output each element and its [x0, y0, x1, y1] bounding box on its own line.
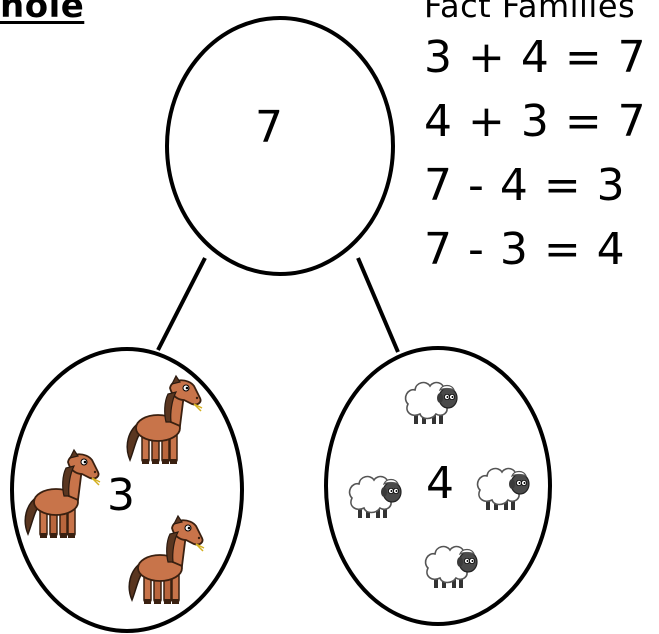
fact-families-title: Fact Families [424, 0, 636, 25]
fact-families-panel: Fact Families 3 + 4 = 7 4 + 3 = 7 7 - 4 … [424, 0, 647, 282]
whole-circle [165, 16, 395, 276]
left-connector-line [156, 257, 207, 351]
whole-number: 7 [255, 102, 283, 153]
fact-equation-1: 3 + 4 = 7 [424, 32, 647, 83]
fact-equation-2: 4 + 3 = 7 [424, 96, 647, 147]
right-part-circle [324, 346, 552, 626]
right-part-number: 4 [426, 458, 454, 509]
right-connector-line [356, 257, 400, 353]
fact-equation-3: 7 - 4 = 3 [424, 160, 626, 211]
fact-equation-4: 7 - 3 = 4 [424, 224, 626, 275]
left-part-circle [10, 347, 244, 633]
page-heading: hole [0, 0, 85, 26]
left-part-number: 3 [107, 470, 135, 521]
